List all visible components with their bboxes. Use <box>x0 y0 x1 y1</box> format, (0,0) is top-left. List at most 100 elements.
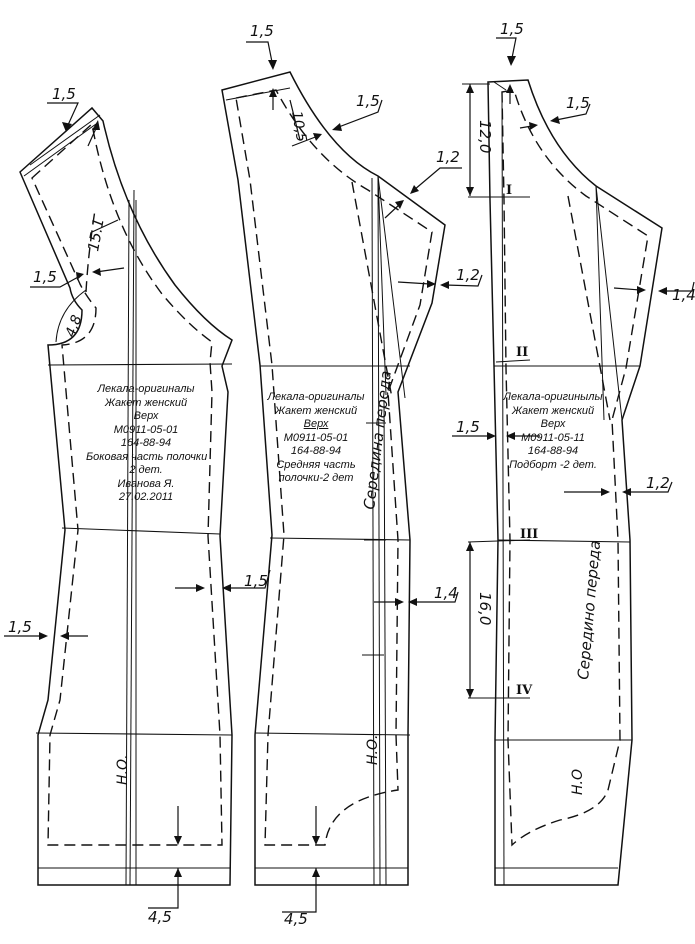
piece-2-waist-text: 1,4 <box>434 584 458 602</box>
piece-3-dim-armhole: 1,4 <box>613 281 695 304</box>
piece-2-dim-armhole: 1,2 <box>384 148 462 219</box>
piece-3-label-line-3: Верх <box>540 418 566 430</box>
piece-2-dart-right <box>377 175 406 399</box>
piece-1-neck-side-text: 1,5 <box>33 268 57 286</box>
piece-3-grain-mark: Н.О <box>570 769 586 795</box>
piece-1-cut-1 <box>47 363 233 366</box>
piece-1-hem-text: 4,5 <box>148 908 172 926</box>
piece-2-cut-2 <box>269 537 411 541</box>
piece-3-center-text: Середино переда <box>574 540 604 681</box>
piece-2-label: Лекала-оригиналы Жакет женский Верх М091… <box>263 391 369 486</box>
piece-1-neck-diag-text: 15.1 <box>84 217 108 253</box>
piece-1-label-line-6: Боковая часть полочки <box>86 450 208 463</box>
piece-3-dart-seam <box>567 195 611 421</box>
piece-1-label-line-9: 27.02.2011 <box>118 491 174 503</box>
piece-2-dim-top: 1,5 <box>246 22 277 110</box>
piece-3-waist-text: 1,2 <box>646 474 670 492</box>
piece-1-neck-line <box>29 114 101 166</box>
piece-2-shoulder-len-line <box>289 99 301 141</box>
piece-1-label-line-8: Иванова Я. <box>117 477 175 490</box>
piece-3-mark-3-line <box>467 539 531 543</box>
piece-2-side-text: 1,2 <box>456 266 480 284</box>
piece-2-label-line-5: 164-88-94 <box>290 445 342 457</box>
piece-2-cf-3 <box>383 399 387 886</box>
piece-2-label-line-3: Верх <box>303 418 329 430</box>
piece-3-neck-dash <box>493 81 507 91</box>
piece-2-grain-mark: Н.О. <box>365 735 381 765</box>
piece-2-dim-hem: 4,5 <box>282 806 320 928</box>
piece-3-section-text: 16,0 <box>476 592 494 625</box>
piece-1-hip-left-text: 1,5 <box>8 618 32 636</box>
piece-1-waist-right-text: 1,5 <box>244 572 268 590</box>
piece-3-dim-top-text: 1,5 <box>500 20 524 38</box>
piece-2-cf-1 <box>371 177 375 886</box>
piece-2-dim-waist: 1,4 <box>374 584 459 606</box>
piece-3-label: Лекала-оригинылы Жакет женский Верх М091… <box>498 391 608 472</box>
piece-2-shoulder-line <box>225 87 291 101</box>
piece-1-armhole-notch-text: 4,8 <box>63 313 86 339</box>
piece-1-dart-b <box>129 189 135 886</box>
piece-1-armhole-inner <box>55 289 87 343</box>
piece-1-label-line-5: 164-88-94 <box>120 437 172 449</box>
piece-3-armhole-text: 1,4 <box>672 286 695 304</box>
piece-1-label-line-3: Верх <box>133 410 159 422</box>
piece-2-shoulder-len-text: 10,5 <box>288 110 309 144</box>
piece-1-side-front: 1,5 15.1 1,5 4,8 1,5 1,5 <box>4 85 271 926</box>
piece-1-dim-top: 1,5 <box>47 85 100 147</box>
piece-1-label-line-2: Жакет женский <box>104 396 188 409</box>
piece-3-mark-2-line <box>495 359 531 363</box>
piece-3-label-line-6: Подборт -2 дет. <box>509 458 597 471</box>
piece-1-neck-line-2 <box>23 123 97 177</box>
piece-1-label-line-7: 2 дет. <box>129 464 163 476</box>
piece-3-label-line-5: 164-88-94 <box>527 445 579 457</box>
piece-1-cut-3 <box>35 732 233 736</box>
piece-1-cut-2 <box>61 527 221 535</box>
piece-2-outline <box>221 71 446 886</box>
piece-1-dim-waist: 1,5 <box>175 569 271 592</box>
piece-2-label-line-7: полочки-2 дет <box>278 472 354 484</box>
piece-2-hem-text: 4,5 <box>284 910 308 928</box>
piece-1-dim-top-text: 1,5 <box>52 85 76 103</box>
piece-3-label-line-4: М0911-05-11 <box>521 431 585 444</box>
piece-1-dim-neck-side: 1,5 <box>30 267 125 288</box>
piece-3-center-1 <box>501 91 505 886</box>
piece-3-left-notch-text: 1,5 <box>456 418 480 436</box>
piece-3-mark-1: I <box>506 183 512 198</box>
piece-2-dim-shoulder: 1,5 <box>291 92 383 147</box>
piece-2-label-line-4: М0911-05-01 <box>283 431 349 444</box>
piece-2-cf-2 <box>377 175 381 886</box>
piece-2-shoulder-text: 1,5 <box>356 92 380 110</box>
piece-3-shoulder-text: 1,5 <box>566 94 590 112</box>
piece-3-dim-shoulder: 1,5 <box>519 94 591 130</box>
piece-3-dim-neck-len: 12,0 <box>462 83 494 196</box>
piece-1-armhole-seam <box>85 209 96 293</box>
piece-3-label-line-2: Жакет женский <box>511 404 595 417</box>
piece-2-label-line-6: Средняя часть <box>276 458 356 471</box>
piece-1-seam-line <box>31 122 223 846</box>
piece-2-cut-3 <box>254 732 411 736</box>
piece-2-label-line-1: Лекала-оригиналы <box>267 391 365 403</box>
piece-2-dim-top-text: 1,5 <box>250 22 274 40</box>
piece-1-dim-hip: 1,5 <box>4 618 88 640</box>
piece-2-armhole-text: 1,2 <box>436 148 460 166</box>
piece-1-dim-hem: 4,5 <box>148 806 182 926</box>
piece-1-grain-mark: Н.О. <box>115 755 131 785</box>
piece-3-dim-section: 16,0 <box>466 542 494 698</box>
piece-3-outline <box>487 79 663 886</box>
piece-3-seam-line <box>501 89 649 847</box>
piece-3-neck-len-text: 12,0 <box>476 120 494 153</box>
piece-3-mark-3: III <box>520 527 538 542</box>
piece-3-label-line-1: Лекала-оригинылы <box>503 391 603 403</box>
piece-3-mark-4: IV <box>516 683 533 698</box>
piece-3-dim-top: 1,5 <box>496 20 524 104</box>
piece-2-label-line-2: Жакет женский <box>274 404 358 417</box>
piece-2-dim-side: 1,2 <box>397 266 483 289</box>
piece-1-dim-neck: 15.1 <box>84 217 119 253</box>
piece-3-mark-2: II <box>516 345 528 360</box>
piece-1-label-line-1: Лекала-оригиналы <box>97 383 195 395</box>
piece-1-label-line-4: М0911-05-01 <box>113 423 179 436</box>
piece-1-label: Лекала-оригиналы Жакет женский Верх М091… <box>86 383 208 505</box>
piece-1-outline <box>19 106 233 886</box>
